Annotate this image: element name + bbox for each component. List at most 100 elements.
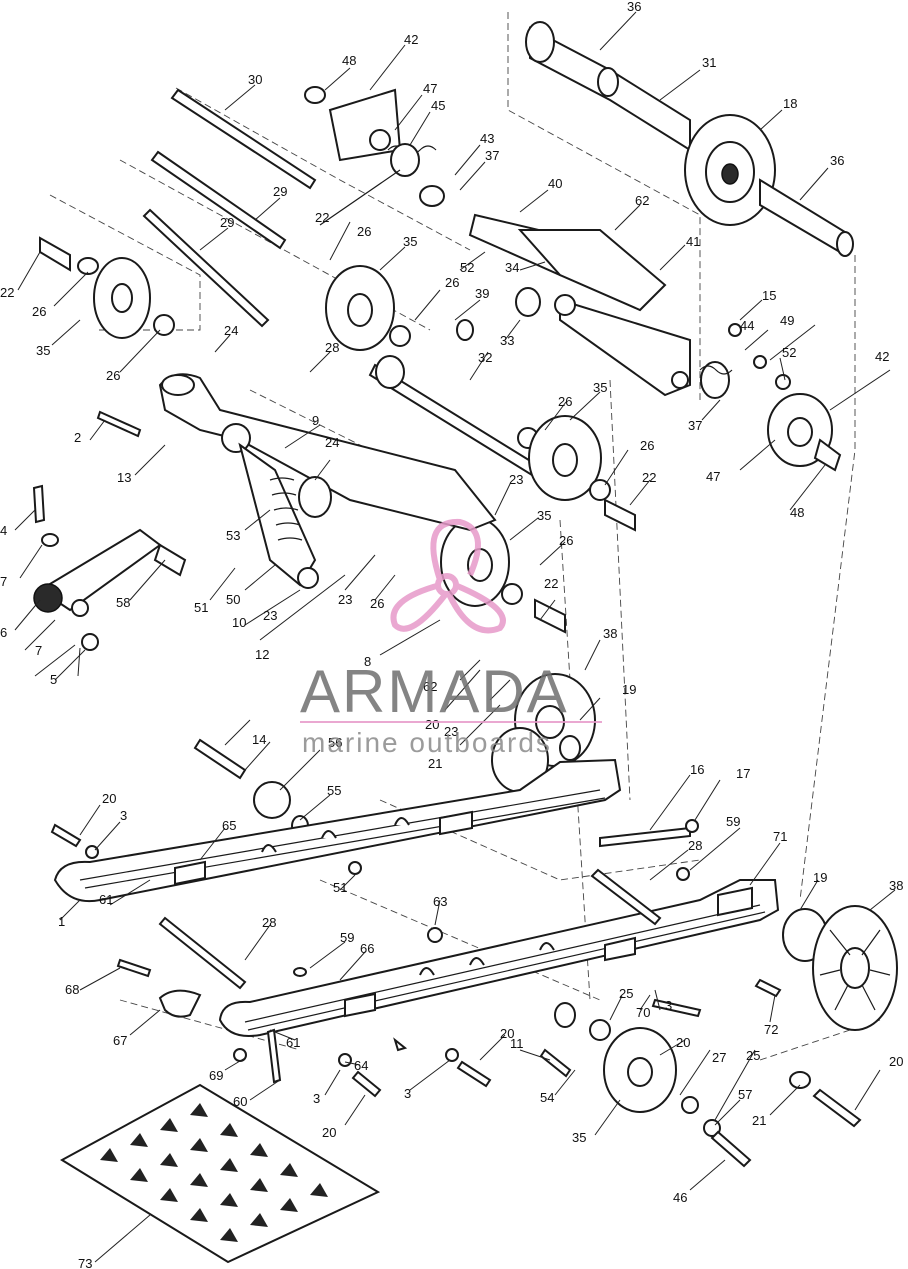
callout: 52 [782, 345, 796, 360]
callout: 25 [619, 986, 633, 1001]
callout: 26 [370, 596, 384, 611]
callout: 9 [312, 413, 319, 428]
watermark-brand: ARMADA [300, 658, 569, 725]
callout: 48 [342, 53, 356, 68]
callout: 42 [875, 349, 889, 364]
callout: 69 [209, 1068, 223, 1083]
rear-axle-assembly [525, 21, 854, 257]
callout: 28 [325, 340, 339, 355]
callout: 61 [286, 1035, 300, 1050]
right-slide-rail [218, 879, 780, 1037]
callout: 24 [325, 435, 339, 450]
callout: 44 [740, 318, 754, 333]
callout: 26 [357, 224, 371, 239]
leader-lines [14, 11, 896, 1263]
callout: 73 [78, 1256, 92, 1269]
callout: 47 [706, 469, 720, 484]
callout: 24 [224, 323, 238, 338]
callout: 66 [360, 941, 374, 956]
callout: 20 [500, 1026, 514, 1041]
callout: 20 [102, 791, 116, 806]
propeller-logo-icon [390, 518, 506, 634]
callout: 35 [36, 343, 50, 358]
callout: 68 [65, 982, 79, 997]
callout: 65 [222, 818, 236, 833]
callout: 38 [889, 878, 903, 893]
callout: 45 [431, 98, 445, 113]
callout: 38 [603, 626, 617, 641]
callout: 7 [0, 574, 7, 589]
callout: 54 [540, 1090, 554, 1105]
callout: 42 [404, 32, 418, 47]
callout: 59 [340, 930, 354, 945]
front-idler-wheel [193, 673, 596, 837]
callout: 20 [676, 1035, 690, 1050]
callout: 29 [220, 215, 234, 230]
callout: 49 [780, 313, 794, 328]
armada-watermark: ARMADA marine outboards [300, 518, 602, 758]
callout: 26 [32, 304, 46, 319]
callout: 40 [548, 176, 562, 191]
callout: 43 [480, 131, 494, 146]
callout: 58 [116, 595, 130, 610]
callout: 51 [333, 880, 347, 895]
callout: 5 [50, 672, 57, 687]
front-arm-assembly [96, 373, 497, 589]
callout: 27 [712, 1050, 726, 1065]
callout: 21 [428, 756, 442, 771]
callout: 23 [509, 472, 523, 487]
callout: 52 [460, 260, 474, 275]
callout: 26 [106, 368, 120, 383]
callout: 10 [232, 615, 246, 630]
callout: 36 [830, 153, 844, 168]
left-idler-wheels [39, 236, 411, 351]
callout: 15 [762, 288, 776, 303]
callout: 47 [423, 81, 437, 96]
callout: 64 [354, 1058, 368, 1073]
upper-spring-assembly [304, 86, 445, 226]
callout: 41 [686, 234, 700, 249]
callout: 17 [736, 766, 750, 781]
callout: 3 [665, 998, 672, 1013]
callout: 39 [475, 286, 489, 301]
callout: 4 [0, 523, 7, 538]
callout: 22 [0, 285, 14, 300]
callout: 19 [622, 682, 636, 697]
callout: 20 [889, 1054, 903, 1069]
callout: 72 [764, 1022, 778, 1037]
lower-shafts [116, 916, 572, 1098]
callout: 46 [673, 1190, 687, 1205]
callout: 20 [322, 1125, 336, 1140]
callout: 22 [544, 576, 558, 591]
callout: 8 [364, 654, 371, 669]
callout: 53 [226, 528, 240, 543]
callout: 7 [35, 643, 42, 658]
callout: 61 [99, 892, 113, 907]
track-clip-sheet [60, 1083, 381, 1264]
callout: 11 [510, 1036, 524, 1051]
callout: 22 [315, 210, 329, 225]
rear-torque-arm [468, 213, 842, 472]
callout: 21 [752, 1113, 766, 1128]
callout: 12 [255, 647, 269, 662]
callout: 70 [636, 1005, 650, 1020]
callout: 67 [113, 1033, 127, 1048]
callout: 18 [783, 96, 797, 111]
callout: 29 [273, 184, 287, 199]
watermark-tagline: marine outboards [302, 727, 552, 758]
callout: 30 [248, 72, 262, 87]
callout: 35 [593, 380, 607, 395]
callout: 35 [537, 508, 551, 523]
callout: 1 [58, 914, 65, 929]
callout: 26 [558, 394, 572, 409]
callout: 26 [445, 275, 459, 290]
callout: 19 [813, 870, 827, 885]
callout: 71 [773, 829, 787, 844]
callout: 57 [738, 1087, 752, 1102]
callout: 62 [635, 193, 649, 208]
left-slide-rail [50, 758, 622, 902]
upper-shafts [142, 88, 317, 328]
callout: 36 [627, 0, 641, 14]
